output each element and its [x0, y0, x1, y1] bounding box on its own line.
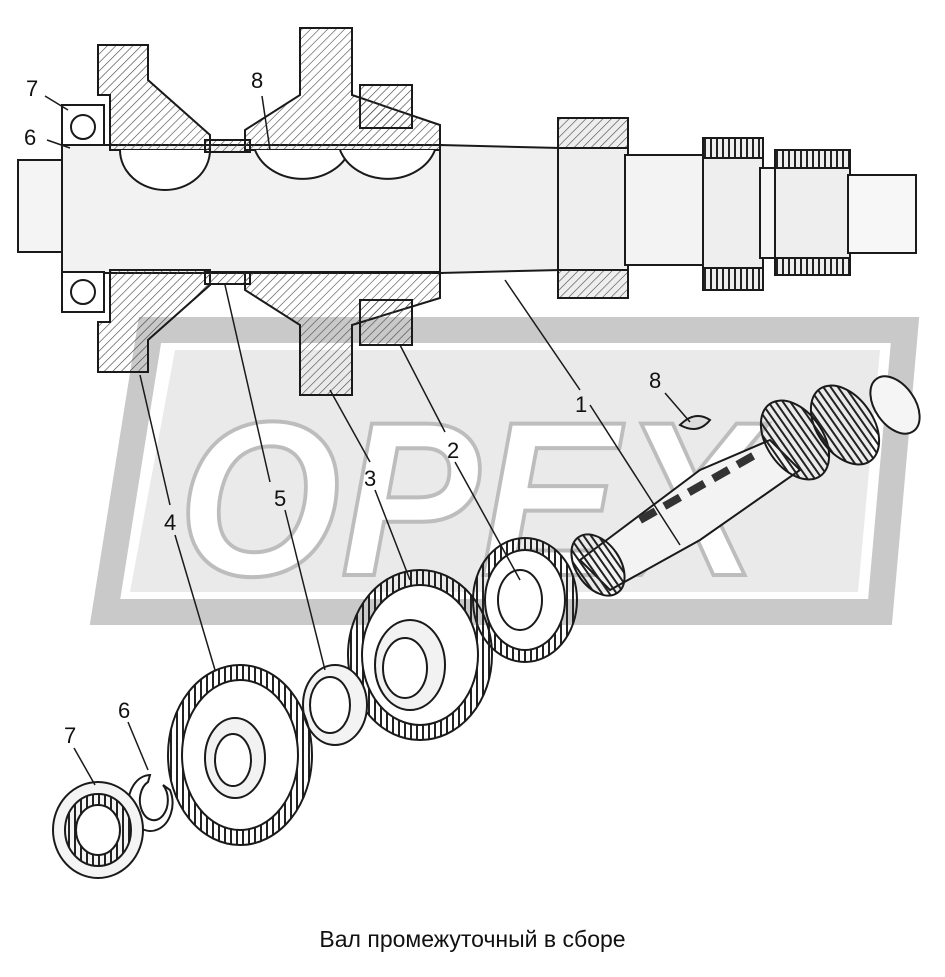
leader-lines	[44, 95, 691, 786]
callout-6-bottom: 6	[118, 698, 130, 723]
callout-7-top: 7	[26, 76, 38, 101]
gear-4-part	[167, 664, 313, 846]
callout-2: 2	[447, 438, 459, 463]
bearing-7-part	[52, 781, 144, 879]
callout-6-top: 6	[24, 125, 36, 150]
callout-1: 1	[575, 392, 587, 417]
callout-8-section: 8	[251, 68, 263, 93]
callout-3: 3	[364, 466, 376, 491]
exploded-view	[52, 375, 921, 879]
callout-labels: 1 2 3 4 5 6 6 7 7 8 8	[24, 68, 661, 748]
spacer-5-part	[302, 664, 368, 746]
callout-5: 5	[274, 486, 286, 511]
callout-8-exploded: 8	[649, 368, 661, 393]
gear-3-part	[347, 569, 493, 741]
callout-4: 4	[164, 510, 176, 535]
section-view	[17, 27, 917, 396]
figure-caption: Вал промежуточный в сборе	[319, 926, 626, 952]
callout-7-bottom: 7	[64, 723, 76, 748]
gear-2-part	[472, 537, 578, 663]
shaft-exploded	[570, 375, 921, 597]
